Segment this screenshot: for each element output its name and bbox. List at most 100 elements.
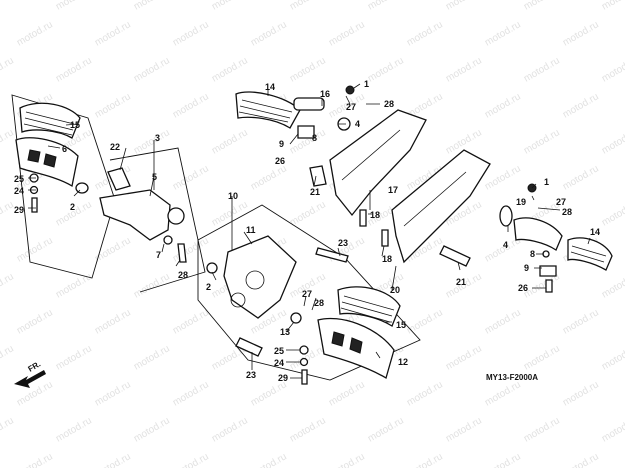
- footpeg-rubber-center: [337, 286, 401, 327]
- direction-label: FR.: [27, 359, 43, 373]
- footpeg-rubber-14-right: [567, 237, 613, 271]
- watermark-text: motod.ru: [0, 0, 16, 13]
- watermark-text: motod.ru: [288, 199, 328, 228]
- bolt-18-lower: [381, 229, 389, 247]
- watermark-text: motod.ru: [483, 19, 523, 48]
- callout-21: 21: [456, 277, 466, 287]
- watermark-text: motod.ru: [15, 19, 55, 48]
- callout-20: 20: [390, 285, 400, 295]
- washer-24-center: [299, 357, 309, 367]
- watermark-text: motod.ru: [444, 415, 484, 444]
- callout-18: 18: [370, 210, 380, 220]
- watermark-text: motod.ru: [600, 127, 625, 156]
- callout-27: 27: [302, 289, 312, 299]
- callout-4: 4: [355, 119, 360, 129]
- callout-10: 10: [228, 191, 238, 201]
- watermark-text: motod.ru: [171, 91, 211, 120]
- spring-13: [290, 312, 302, 324]
- watermark-text: motod.ru: [366, 415, 406, 444]
- watermark-text: motod.ru: [483, 451, 523, 468]
- watermark-text: motod.ru: [15, 451, 55, 468]
- watermark-text: motod.ru: [522, 127, 562, 156]
- watermark-text: motod.ru: [54, 55, 94, 84]
- callout-21: 21: [310, 187, 320, 197]
- watermark-text: motod.ru: [93, 91, 133, 120]
- callout-3: 3: [155, 133, 160, 143]
- callout-7: 7: [156, 250, 161, 260]
- callout-27: 27: [556, 197, 566, 207]
- footrest-bracket-10: [223, 235, 297, 319]
- rubber-ribs-top: [238, 99, 293, 123]
- callout-26: 26: [275, 156, 285, 166]
- step-bracket-left: [99, 189, 171, 241]
- watermark-text: motod.ru: [249, 163, 289, 192]
- watermark-text: motod.ru: [288, 55, 328, 84]
- footpeg-rubber-14-top: [235, 91, 301, 129]
- pin-29-left: [31, 197, 38, 213]
- callout-15: 15: [396, 320, 406, 330]
- watermark-text: motod.ru: [132, 343, 172, 372]
- pin-2-center: [206, 262, 218, 274]
- watermark-text: motod.ru: [0, 415, 16, 444]
- watermark-text: motod.ru: [132, 0, 172, 13]
- bolt-21-lower: [439, 245, 471, 267]
- watermark-text: motod.ru: [600, 55, 625, 84]
- watermark-text: motod.ru: [171, 235, 211, 264]
- watermark-text: motod.ru: [171, 307, 211, 336]
- bushing-9-right: [539, 265, 557, 277]
- watermark-text: motod.ru: [54, 415, 94, 444]
- watermark-text: motod.ru: [93, 379, 133, 408]
- watermark-text: motod.ru: [600, 343, 625, 372]
- bracket-ribs: [341, 129, 467, 227]
- bolt-21-top: [309, 165, 327, 187]
- watermark-text: motod.ru: [54, 0, 94, 13]
- bolt-23-upper: [315, 247, 349, 263]
- watermark-text: motod.ru: [93, 307, 133, 336]
- bracket-hole-1: [245, 270, 265, 290]
- center-bracket-group: [197, 204, 421, 385]
- watermark-text: motod.ru: [93, 19, 133, 48]
- callout-labels: 1 1 2 2 3 4 4 5 6 7 8 8 9 9 10 11 12 13 …: [14, 79, 600, 383]
- drawing-code: MY13-F2000A: [486, 373, 538, 382]
- watermark-text: motod.ru: [54, 343, 94, 372]
- bolt-23-lower: [235, 337, 263, 357]
- arrow-icon: [14, 370, 46, 388]
- bracket-boss: [167, 207, 185, 225]
- bolt-1-top: [345, 85, 355, 95]
- group-outline-step-bracket: [109, 147, 206, 293]
- callout-9: 9: [524, 263, 529, 273]
- watermark-text: motod.ru: [600, 271, 625, 300]
- watermark-text: motod.ru: [132, 55, 172, 84]
- callout-25: 25: [274, 346, 284, 356]
- watermark-text: motod.ru: [600, 199, 625, 228]
- callout-9: 9: [279, 139, 284, 149]
- watermark-text: motod.ru: [366, 0, 406, 13]
- watermark-text: motod.ru: [405, 379, 445, 408]
- footpeg-slots-center: [331, 331, 363, 354]
- watermark-text: motod.ru: [249, 19, 289, 48]
- watermark-text: motod.ru: [93, 451, 133, 468]
- watermark-text: motod.ru: [249, 451, 289, 468]
- bracket-arm-19: [513, 217, 563, 251]
- callout-8: 8: [312, 133, 317, 143]
- watermark-text: motod.ru: [522, 0, 562, 13]
- watermark-text: motod.ru: [54, 271, 94, 300]
- callout-16: 16: [320, 89, 330, 99]
- callout-1: 1: [544, 177, 549, 187]
- callout-4: 4: [503, 240, 508, 250]
- watermark-text: motod.ru: [561, 19, 601, 48]
- watermark-text: motod.ru: [210, 415, 250, 444]
- callout-24: 24: [14, 186, 24, 196]
- washer-4-right: [499, 205, 513, 227]
- callout-29: 29: [14, 205, 24, 215]
- right-bracket-group: [235, 85, 613, 293]
- watermark-text: motod.ru: [483, 91, 523, 120]
- callout-2: 2: [206, 282, 211, 292]
- callout-19: 19: [516, 197, 526, 207]
- rubber-ribs-right: [570, 245, 607, 263]
- callout-13: 13: [280, 327, 290, 337]
- watermark-text: motod.ru: [327, 451, 367, 468]
- watermark-text: motod.ru: [444, 0, 484, 13]
- leader-lines: [28, 83, 591, 379]
- watermark-text: motod.ru: [15, 307, 55, 336]
